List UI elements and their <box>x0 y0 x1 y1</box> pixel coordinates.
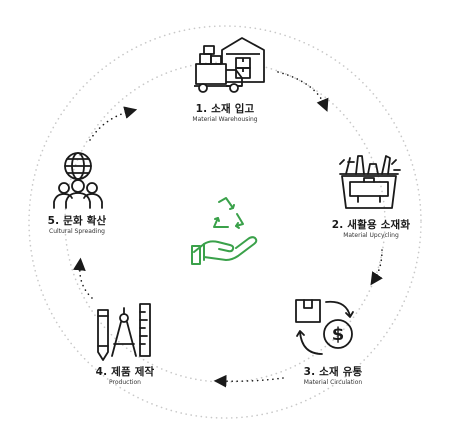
svg-text:$: $ <box>332 324 345 345</box>
step-2-title: 2. 새활용 소재화 <box>331 219 411 231</box>
box-coin-exchange-icon: $ <box>295 299 354 355</box>
step-4-title: 4. 제품 제작 <box>95 366 155 378</box>
warehouse-truck-icon <box>194 37 265 93</box>
arrow-3-to-4 <box>213 374 284 388</box>
step-4-subtitle: Production <box>109 379 141 386</box>
step-1-label: 1. 소재 입고 Material Warehousing <box>150 103 300 124</box>
arrow-5-to-1 <box>89 106 138 141</box>
inner-dotted-ring <box>64 61 386 383</box>
outer-dotted-ring <box>28 25 422 419</box>
step-1-title: 1. 소재 입고 <box>195 103 255 115</box>
recycle-hand-icon <box>191 197 258 265</box>
step-5-label: 5. 문화 확산 Cultural Spreading <box>2 215 152 236</box>
arrow-2-to-3 <box>370 249 383 286</box>
step-5-subtitle: Cultural Spreading <box>49 228 105 235</box>
step-3-subtitle: Material Circulation <box>303 379 363 386</box>
step-3-label: 3. 소재 유통 Material Circulation <box>258 366 408 387</box>
step-2-subtitle: Material Upcycling <box>343 232 399 239</box>
step-3-title: 3. 소재 유통 <box>303 366 363 378</box>
globe-people-icon <box>53 152 103 209</box>
drafting-tools-icon <box>97 303 151 361</box>
step-5-title: 5. 문화 확산 <box>47 215 107 227</box>
step-1-subtitle: Material Warehousing <box>192 116 258 123</box>
step-2-label: 2. 새활용 소재화 Material Upcycling <box>296 219 446 240</box>
toolbox-icon <box>339 155 401 209</box>
step-4-label: 4. 제품 제작 Production <box>50 366 200 387</box>
arrow-1-to-2 <box>277 71 329 112</box>
